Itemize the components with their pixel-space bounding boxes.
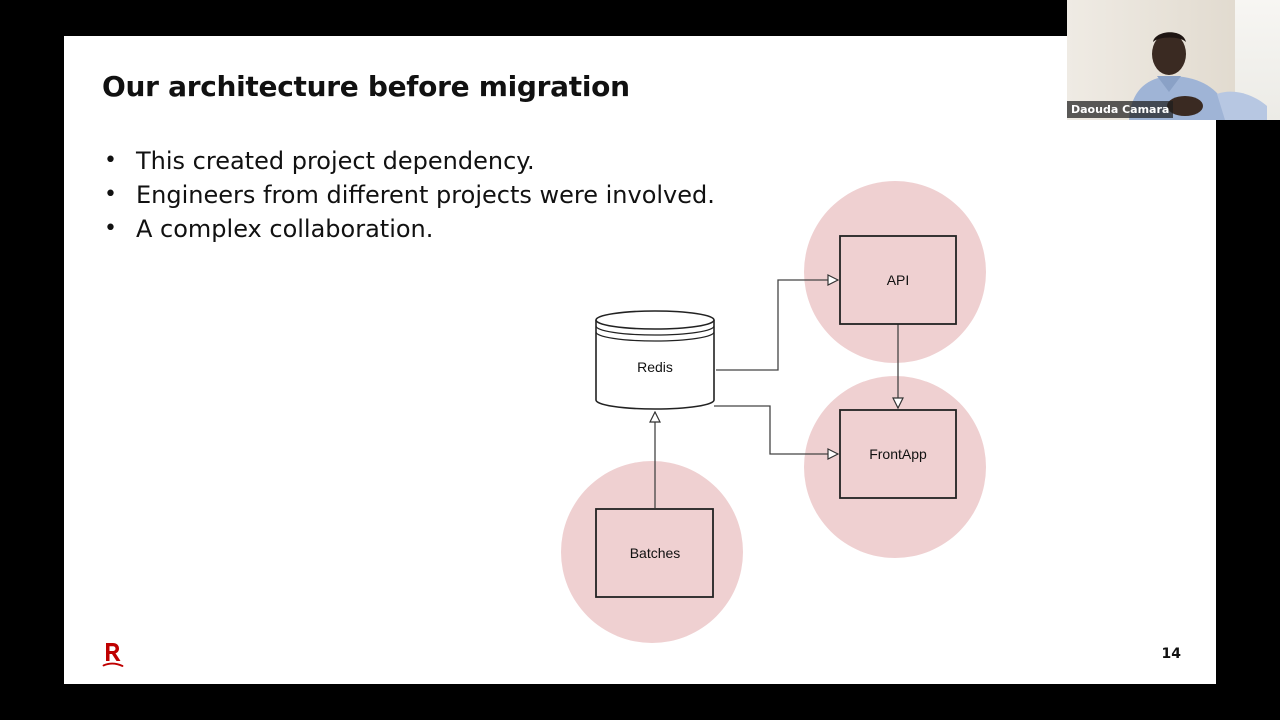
slide-page-number: 14 xyxy=(1161,646,1181,662)
redis-to-frontapp-connector xyxy=(714,405,838,454)
presentation-slide: Our architecture before migration • This … xyxy=(64,36,1216,684)
redis-to-api-connector xyxy=(716,280,838,371)
bullet-item: • This created project dependency. xyxy=(102,144,715,178)
participant-name-tag: Daouda Camara xyxy=(1067,101,1174,118)
api-node: API xyxy=(839,235,957,325)
batches-label: Batches xyxy=(630,545,681,561)
api-label: API xyxy=(887,272,910,288)
batches-node: Batches xyxy=(595,508,714,598)
bullet-icon: • xyxy=(104,182,117,207)
bullet-text: Engineers from different projects were i… xyxy=(136,181,715,209)
bullet-item: • Engineers from different projects were … xyxy=(102,178,715,212)
bullet-icon: • xyxy=(104,216,117,241)
rakuten-r-logo-icon xyxy=(102,643,124,667)
participant-video-tile[interactable]: Daouda Camara xyxy=(1067,0,1280,120)
redis-label: Redis xyxy=(637,359,673,375)
bullet-text: This created project dependency. xyxy=(136,147,535,175)
frontapp-node: FrontApp xyxy=(839,409,957,499)
participant-video-feed xyxy=(1129,32,1267,120)
redis-node: Redis xyxy=(595,310,715,410)
frontapp-label: FrontApp xyxy=(869,446,927,462)
bullet-icon: • xyxy=(104,148,117,173)
bullet-list: • This created project dependency. • Engin… xyxy=(102,144,715,246)
bullet-item: • A complex collaboration. xyxy=(102,212,715,246)
bullet-text: A complex collaboration. xyxy=(136,215,434,243)
architecture-diagram: Redis API FrontApp Batches xyxy=(561,181,986,643)
slide-title: Our architecture before migration xyxy=(102,70,630,103)
